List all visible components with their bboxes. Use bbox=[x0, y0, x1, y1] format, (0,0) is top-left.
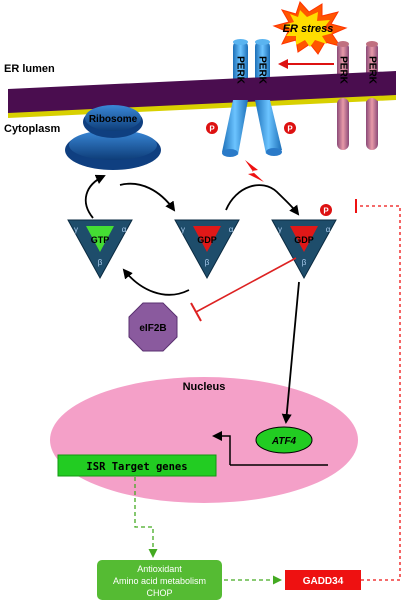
svg-text:β: β bbox=[98, 258, 103, 267]
eif2-phospho-dot: P bbox=[323, 207, 329, 216]
svg-text:γ: γ bbox=[278, 225, 282, 234]
gdp-label-1: GDP bbox=[197, 235, 217, 245]
arrow-gdp-to-phospho bbox=[225, 184, 300, 216]
svg-text:α: α bbox=[229, 225, 234, 234]
eif2-gdp-complex: GDP γ α β bbox=[174, 219, 240, 280]
atf4-oval bbox=[255, 426, 313, 454]
isr-target-genes-box bbox=[57, 454, 217, 477]
arrow-ribosome-to-gdp bbox=[119, 182, 176, 212]
perk-label-1: PERK bbox=[234, 56, 245, 85]
inhibit-eif2b-line bbox=[195, 257, 297, 313]
arrow-eif2b-exchange bbox=[122, 268, 190, 296]
inhibit-eif2b-bar bbox=[190, 302, 202, 322]
svg-text:P: P bbox=[209, 125, 215, 134]
perk-label-4: PERK bbox=[366, 56, 377, 85]
eif2-phospho-gdp-complex: GDP γ α β P bbox=[271, 204, 337, 280]
nucleus-label: Nucleus bbox=[183, 381, 226, 393]
svg-text:α: α bbox=[326, 225, 331, 234]
gdp-label-2: GDP bbox=[294, 235, 314, 245]
arrow-to-atf4 bbox=[281, 281, 300, 424]
perk-phospho-left: P bbox=[206, 122, 218, 134]
promoter-arrow bbox=[212, 431, 231, 465]
isr-target-genes-label: ISR Target genes bbox=[86, 461, 187, 473]
outcome-antioxidant: Antioxidant bbox=[137, 564, 182, 574]
atf4-label: ATF4 bbox=[271, 436, 297, 447]
ribosome: Ribosome bbox=[65, 105, 161, 170]
svg-text:β: β bbox=[302, 258, 307, 267]
cytoplasm-label: Cytoplasm bbox=[4, 123, 60, 135]
svg-text:γ: γ bbox=[74, 225, 78, 234]
gtp-label: GTP bbox=[91, 235, 110, 245]
perk-phospho-right: P bbox=[284, 122, 296, 134]
svg-text:γ: γ bbox=[181, 225, 185, 234]
outcomes-box bbox=[97, 560, 222, 600]
eif2-gtp-complex: GTP γ α β bbox=[67, 219, 133, 280]
eif2b-label: eIF2B bbox=[139, 323, 166, 334]
er-stress-label: ER stress bbox=[283, 23, 334, 35]
svg-text:α: α bbox=[122, 225, 127, 234]
outcome-amino-acid-metabolism: Amino acid metabolism bbox=[113, 576, 206, 586]
eif2b: eIF2B bbox=[128, 302, 178, 352]
gadd34-box bbox=[285, 570, 361, 590]
perk-label-3: PERK bbox=[337, 56, 348, 85]
er-stress-burst: ER stress bbox=[272, 1, 348, 55]
lightning-icon bbox=[245, 160, 264, 182]
perk-inactive-cytoplasmic bbox=[337, 98, 378, 150]
gadd34-label: GADD34 bbox=[303, 576, 344, 587]
perk-label-2: PERK bbox=[256, 56, 267, 85]
er-lumen-label: ER lumen bbox=[4, 63, 55, 75]
perk-active-cytoplasmic bbox=[222, 100, 282, 157]
gadd34-feedback-line bbox=[356, 205, 401, 581]
genes-to-outcomes-path bbox=[134, 477, 158, 558]
svg-text:P: P bbox=[287, 125, 293, 134]
ribosome-label: Ribosome bbox=[89, 114, 138, 125]
outcome-chop: CHOP bbox=[146, 588, 172, 598]
svg-text:β: β bbox=[205, 258, 210, 267]
arrow-gtp-to-ribosome bbox=[84, 174, 106, 219]
